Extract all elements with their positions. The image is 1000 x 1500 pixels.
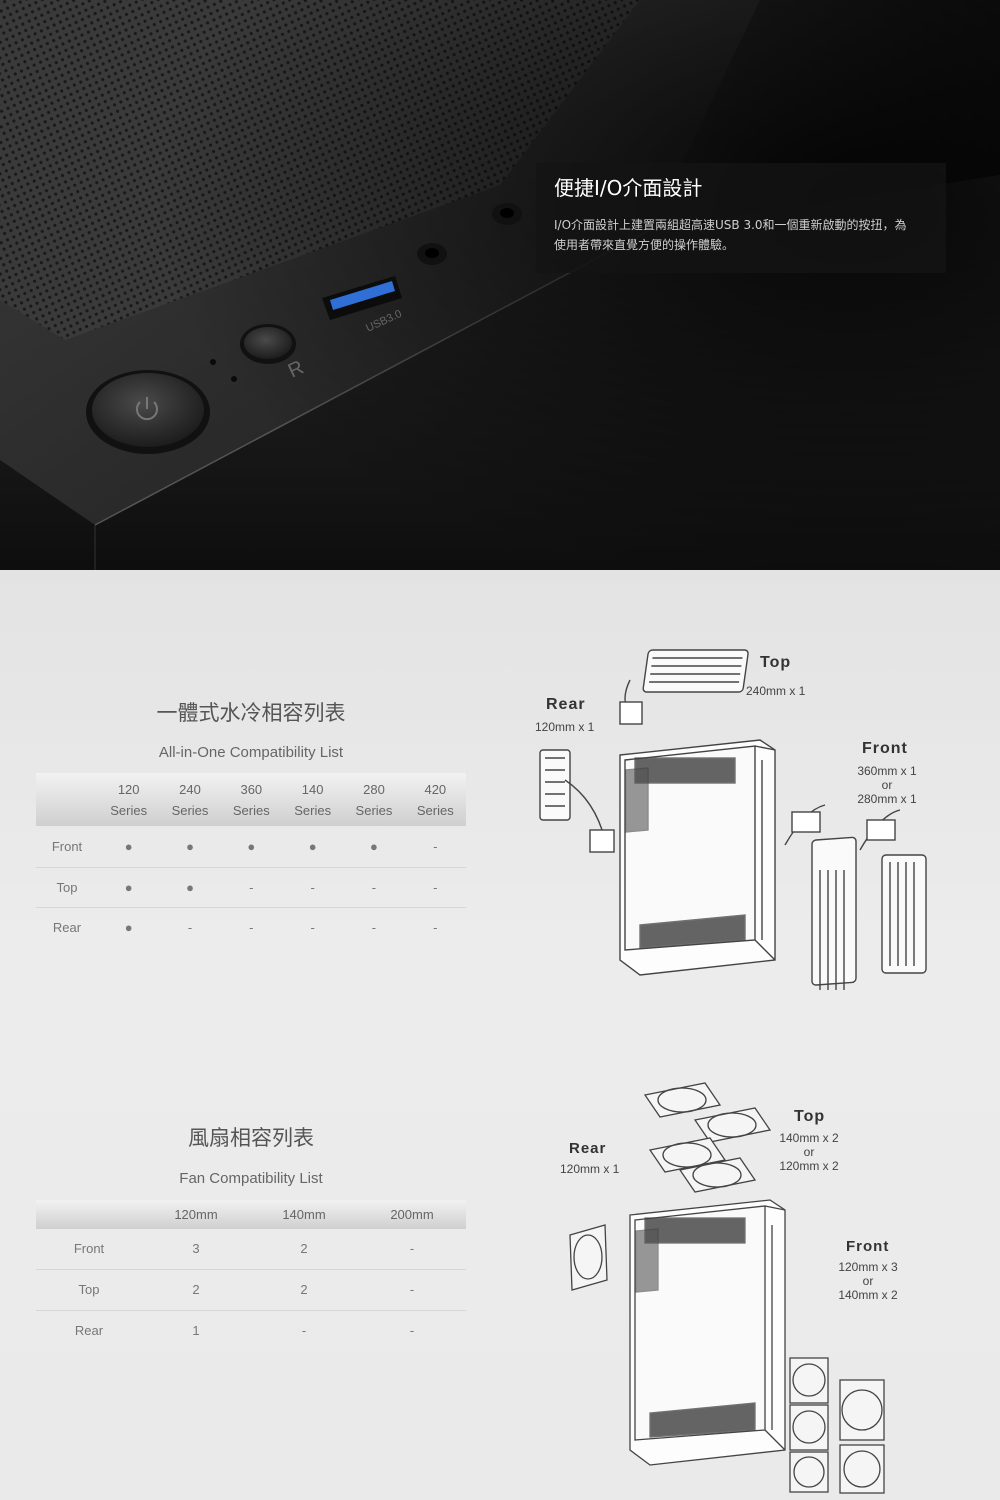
rear-fan [569,1224,608,1291]
aio-title-en: All-in-One Compatibility List [158,744,344,761]
table-row: Front ●●● ●●- [36,826,466,868]
table-row: Top ●●- --- [36,867,466,908]
fan-top-label: Top [794,1108,826,1125]
aio-rear-spec: 120mm x 1 [535,720,595,734]
fan-rear-spec: 120mm x 1 [560,1162,620,1176]
io-description: I/O介面設計上建置兩組超高速USB 3.0和一個重新啟動的按扭，為 使用者帶來… [554,218,907,252]
compatibility-section: 一體式水冷相容列表 All-in-One Compatibility List … [0,570,1000,1500]
hero-section: R USB3.0 便捷I/O介面設計 I/O介面設計上建置兩組超高速USB 3.… [0,0,1000,570]
aio-case-diagram [539,649,927,990]
fan-rear-label: Rear [569,1140,607,1157]
top-fans [643,1082,772,1193]
pc-case-outline [619,739,776,976]
io-description-box: 便捷I/O介面設計 I/O介面設計上建置兩組超高速USB 3.0和一個重新啟動的… [536,163,946,273]
fan-header-200: 200mm [358,1200,466,1229]
fan-top-spec: 140mm x 2 or 120mm x 2 [779,1131,839,1173]
aio-front-spec: 360mm x 1 or 280mm x 1 [857,764,917,806]
front-fans-140 [839,1379,885,1494]
aio-title-cn: 一體式水冷相容列表 [156,701,346,725]
pc-case-outline [629,1199,786,1466]
fan-case-diagram [569,1082,885,1494]
table-row: Rear ●-- --- [52,919,438,935]
front-fans-120 [789,1357,829,1493]
front-radiator-280 [859,809,927,974]
fan-title-cn: 風扇相容列表 [188,1126,314,1150]
top-radiator [642,649,749,693]
case-io-panel-illustration: R USB3.0 [0,0,1000,570]
fan-front-spec: 120mm x 3 or 140mm x 2 [838,1260,898,1302]
aio-rear-label: Rear [546,696,586,713]
fan-header-140: 140mm [250,1200,358,1229]
fan-title-en: Fan Compatibility List [179,1170,323,1187]
aio-top-spec: 240mm x 1 [746,684,806,698]
io-title: 便捷I/O介面設計 [554,176,703,200]
aio-front-label: Front [862,740,908,757]
power-button[interactable] [86,370,210,454]
fan-header-120: 120mm [142,1200,250,1229]
mic-jack [492,203,522,225]
audio-jack [417,243,447,265]
front-radiator-360 [784,804,857,990]
table-row: Rear 1-- [74,1322,415,1338]
fan-front-label: Front [846,1238,890,1255]
aio-top-label: Top [760,654,792,671]
